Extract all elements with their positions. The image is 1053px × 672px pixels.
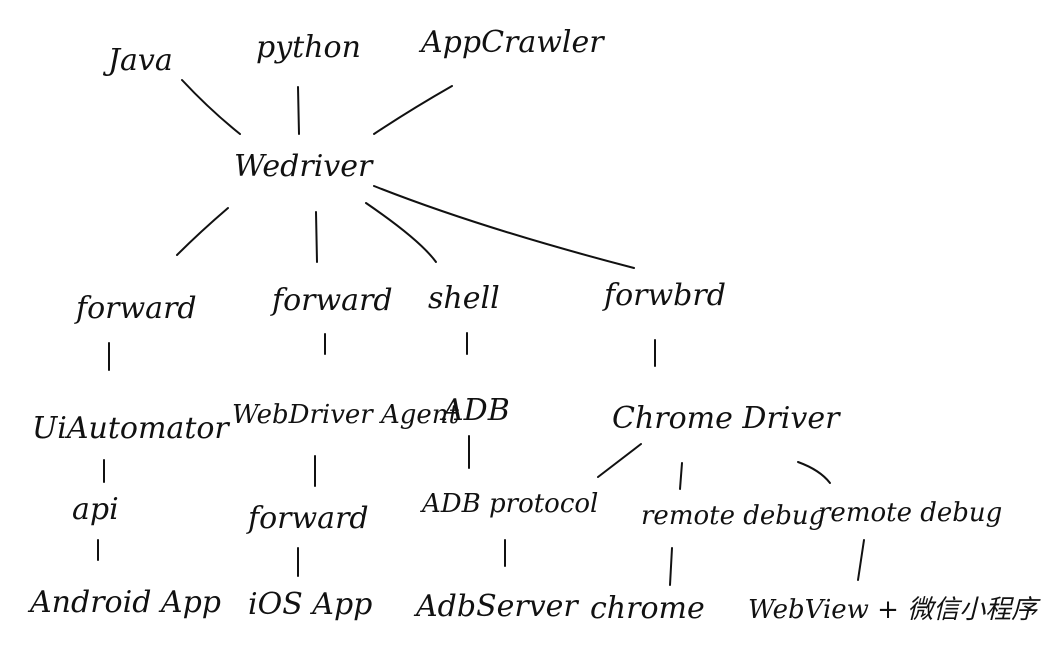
edge-chromedriver-remotedebug-2	[797, 461, 831, 484]
edge-python-webdriver	[297, 86, 300, 135]
node-forward-android: forward	[74, 291, 197, 326]
node-chrome: chrome	[590, 591, 705, 626]
node-shell: shell	[428, 281, 500, 316]
node-adbserver: AdbServer	[413, 589, 579, 624]
node-chromedriver: Chrome Driver	[612, 401, 841, 436]
node-remote-debug-1: remote debug	[641, 501, 825, 531]
node-api: api	[72, 492, 119, 527]
edge-chromedriver-remotedebug-1	[679, 462, 683, 490]
node-forward-wda: forward	[246, 501, 369, 536]
edges	[97, 79, 865, 586]
node-remote-debug-2: remote debug	[818, 498, 1002, 528]
edge-remotedebug-webview	[857, 539, 865, 581]
edge-webdriver-forward-chrome	[373, 185, 635, 269]
node-ios-app: iOS App	[248, 587, 372, 622]
nodes: Java python AppCrawler Wedriver forward …	[27, 25, 1041, 626]
node-webdriver-agent: WebDriver Agent	[232, 400, 460, 430]
edge-java-webdriver	[181, 79, 241, 135]
edge-chromedriver-adbprotocol	[597, 443, 642, 478]
node-adb: ADB	[439, 393, 510, 428]
edge-remotedebug-chrome	[669, 547, 673, 586]
node-java: Java	[102, 43, 173, 78]
edge-webdriver-shell	[365, 202, 437, 263]
edge-appcrawler-webdriver	[373, 85, 453, 135]
node-forward-chrome: forwbrd	[602, 278, 726, 313]
node-forward-ios: forward	[270, 283, 393, 318]
node-webview: WebView + 微信小程序	[748, 595, 1041, 625]
edge-webdriver-forward-ios	[315, 211, 318, 263]
node-webdriver: Wedriver	[234, 149, 374, 184]
edge-webdriver-forward-android	[176, 207, 229, 256]
node-python: python	[256, 30, 361, 65]
node-uiautomator: UiAutomator	[32, 411, 230, 446]
node-adb-protocol: ADB protocol	[420, 489, 598, 519]
node-appcrawler: AppCrawler	[418, 25, 605, 60]
node-android-app: Android App	[27, 585, 221, 620]
